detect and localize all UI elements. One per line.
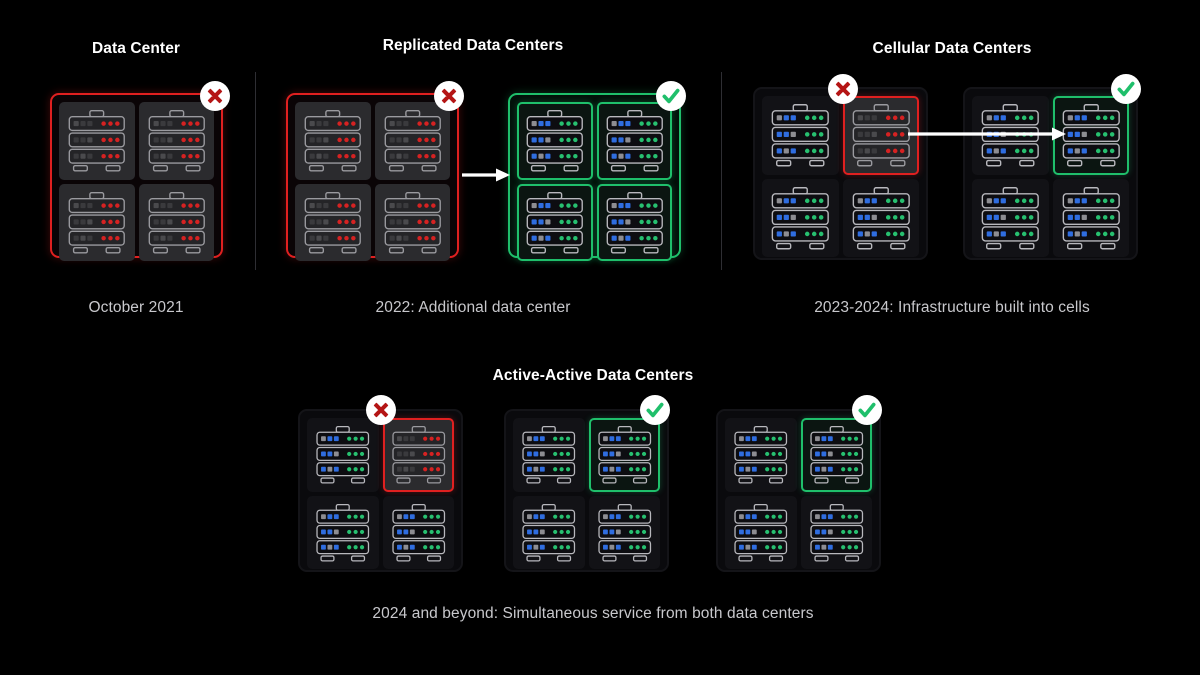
data-center-cell[interactable] bbox=[517, 102, 593, 180]
cell-failover-arrow bbox=[908, 126, 1068, 142]
success-check-icon bbox=[640, 395, 670, 425]
data-center-cell[interactable] bbox=[1052, 178, 1129, 257]
data-center-cell[interactable] bbox=[800, 495, 872, 569]
data-center-cell[interactable] bbox=[59, 183, 135, 261]
data-center-cell[interactable] bbox=[138, 183, 214, 261]
data-center-cell[interactable] bbox=[762, 96, 839, 175]
data-center-cell[interactable] bbox=[307, 418, 379, 492]
data-center-cell[interactable] bbox=[295, 183, 371, 261]
section-caption-replicated: 2022: Additional data center bbox=[375, 299, 571, 316]
data-center-group[interactable] bbox=[716, 409, 881, 572]
section-title-active-active: Active-Active Data Centers bbox=[492, 367, 694, 384]
data-center-cell[interactable] bbox=[374, 183, 450, 261]
error-x-icon bbox=[434, 81, 464, 111]
section-title-data-center: Data Center bbox=[91, 40, 181, 57]
success-check-icon bbox=[656, 81, 686, 111]
data-center-cell[interactable] bbox=[374, 102, 450, 180]
data-center-group[interactable] bbox=[504, 409, 669, 572]
divider-line-1 bbox=[255, 72, 256, 270]
success-check-icon bbox=[1111, 74, 1141, 104]
data-center-cell[interactable] bbox=[59, 102, 135, 180]
data-center-cell[interactable] bbox=[382, 418, 454, 492]
data-center-cell[interactable] bbox=[588, 418, 660, 492]
section-caption-active-active: 2024 and beyond: Simultaneous service fr… bbox=[372, 605, 814, 622]
data-center-cell[interactable] bbox=[588, 495, 660, 569]
data-center-cell[interactable] bbox=[382, 495, 454, 569]
section-caption-data-center: October 2021 bbox=[88, 299, 184, 316]
divider-line-2 bbox=[721, 72, 722, 270]
section-title-cellular: Cellular Data Centers bbox=[872, 40, 1032, 57]
section-caption-cellular: 2023-2024: Infrastructure built into cel… bbox=[814, 299, 1090, 316]
data-center-cell[interactable] bbox=[596, 102, 672, 180]
data-center-cell[interactable] bbox=[725, 418, 797, 492]
error-x-icon bbox=[828, 74, 858, 104]
success-check-icon bbox=[852, 395, 882, 425]
data-center-cell[interactable] bbox=[513, 495, 585, 569]
data-center-cell[interactable] bbox=[138, 102, 214, 180]
data-center-cell[interactable] bbox=[596, 183, 672, 261]
data-center-cell[interactable] bbox=[972, 178, 1049, 257]
data-center-cell[interactable] bbox=[725, 495, 797, 569]
data-center-cell[interactable] bbox=[307, 495, 379, 569]
data-center-group[interactable] bbox=[50, 93, 223, 261]
error-x-icon bbox=[366, 395, 396, 425]
data-center-cell[interactable] bbox=[295, 102, 371, 180]
data-center-cell[interactable] bbox=[842, 178, 919, 257]
data-center-group[interactable] bbox=[753, 87, 928, 260]
error-x-icon bbox=[200, 81, 230, 111]
data-center-group[interactable] bbox=[298, 409, 463, 572]
data-center-cell[interactable] bbox=[517, 183, 593, 261]
failover-arrow bbox=[462, 167, 512, 183]
data-center-group[interactable] bbox=[508, 93, 681, 261]
data-center-group[interactable] bbox=[286, 93, 459, 261]
data-center-cell[interactable] bbox=[762, 178, 839, 257]
data-center-cell[interactable] bbox=[800, 418, 872, 492]
section-title-replicated: Replicated Data Centers bbox=[382, 37, 564, 54]
data-center-cell[interactable] bbox=[513, 418, 585, 492]
data-center-group[interactable] bbox=[963, 87, 1138, 260]
